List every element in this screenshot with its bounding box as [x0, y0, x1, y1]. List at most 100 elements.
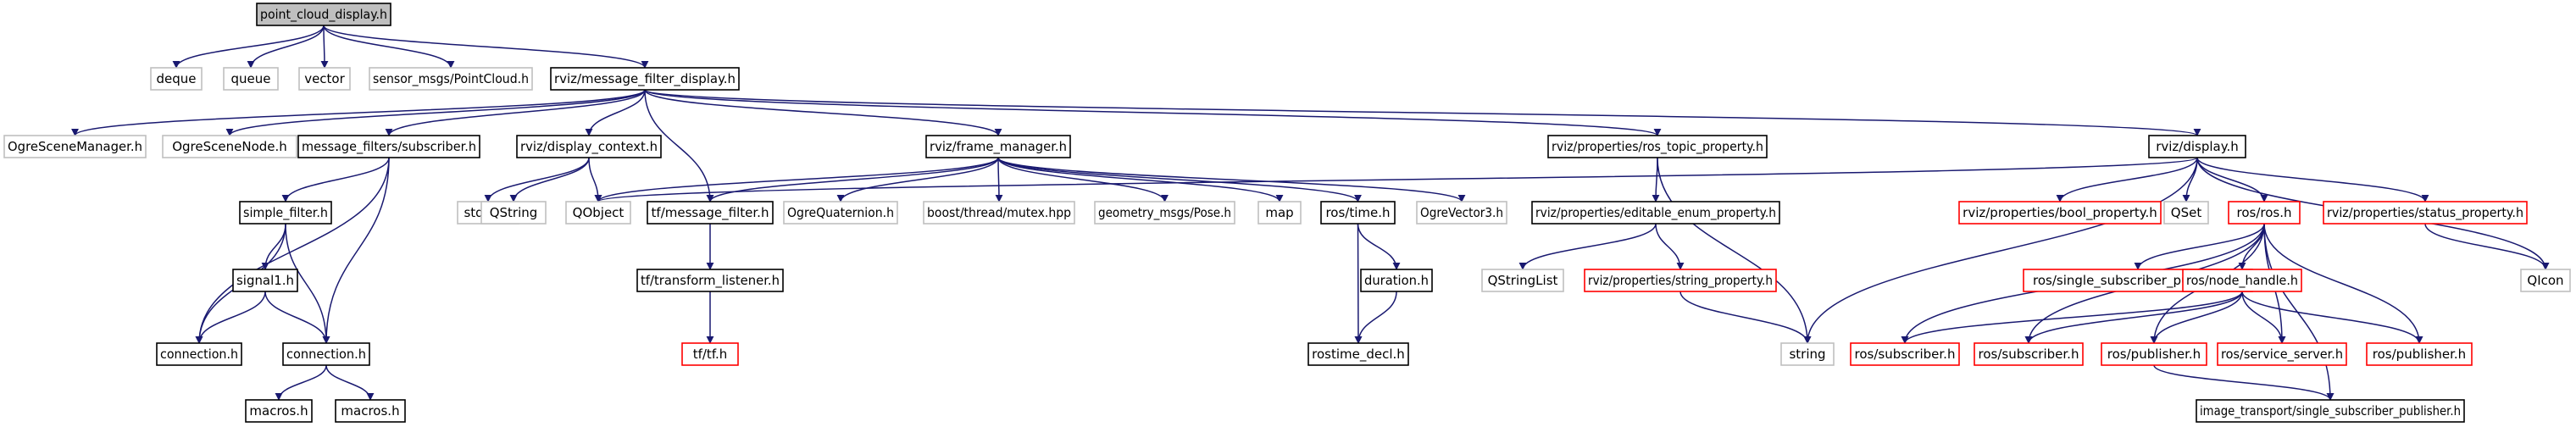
edge-mfd-to-mfsub — [385, 89, 646, 136]
node-label: tf/message_filter.h — [652, 205, 769, 221]
node-label: OgreSceneNode.h — [172, 139, 287, 154]
node-box — [2323, 201, 2528, 225]
node-queue: queue — [223, 67, 279, 91]
node-label: connection.h — [160, 347, 238, 362]
node-rostopic[interactable]: rviz/properties/ros_topic_property.h — [1547, 135, 1768, 158]
edge-editenum-to-qstringlist — [1518, 223, 1657, 270]
node-mfd[interactable]: rviz/message_filter_display.h — [550, 67, 740, 91]
node-box — [297, 135, 480, 158]
node-label: message_filters/subscriber.h — [302, 139, 476, 155]
edge-display-to-boolprop — [2056, 157, 2198, 202]
node-label: QStringList — [1488, 273, 1558, 288]
node-mfsub[interactable]: message_filters/subscriber.h — [297, 135, 480, 158]
node-rossub2[interactable]: ros/subscriber.h — [1974, 342, 2084, 366]
node-editenum[interactable]: rviz/properties/editable_enum_property.h — [1531, 201, 1780, 225]
edge-simplefilter-to-signal1 — [261, 223, 286, 270]
node-rostimedecl[interactable]: rostime_decl.h — [1307, 342, 1409, 366]
node-label: simple_filter.h — [243, 205, 328, 221]
node-rostime[interactable]: ros/time.h — [1320, 201, 1396, 225]
edge-mfd-to-framemgr — [644, 89, 1002, 136]
node-box — [550, 67, 740, 91]
node-tftf[interactable]: tf/tf.h — [681, 342, 739, 366]
node-stringprop[interactable]: rviz/properties/string_property.h — [1584, 269, 1777, 292]
node-box — [1320, 201, 1396, 225]
node-box — [2182, 269, 2302, 292]
node-label: QString — [490, 205, 538, 220]
node-signal1[interactable]: signal1.h — [232, 269, 298, 292]
edge-editenum-to-stringprop — [1655, 223, 1685, 270]
node-label: ros/time.h — [1325, 205, 1390, 220]
node-duration[interactable]: duration.h — [1360, 269, 1433, 292]
node-rossub1[interactable]: ros/subscriber.h — [1850, 342, 1960, 366]
node-rospub2[interactable]: ros/publisher.h — [2366, 342, 2473, 366]
node-nodehandle[interactable]: ros/node_handle.h — [2182, 269, 2302, 292]
edge-framemgr-to-rostime — [997, 157, 1362, 202]
node-label: macros.h — [249, 403, 308, 419]
edge-rostopic-to-string — [1657, 157, 1812, 344]
edge-rostime-to-rostimedecl — [1354, 223, 1363, 344]
node-rosserv[interactable]: ros/service_server.h — [2217, 342, 2347, 366]
node-label: map — [1265, 205, 1293, 220]
edge-mfd-to-tfmf — [644, 89, 714, 202]
node-boolprop[interactable]: rviz/properties/bool_property.h — [1958, 201, 2162, 225]
node-conn1[interactable]: connection.h — [156, 342, 242, 366]
node-framemgr[interactable]: rviz/frame_manager.h — [925, 135, 1071, 158]
node-box — [335, 399, 406, 423]
node-simplefilter[interactable]: simple_filter.h — [239, 201, 332, 225]
node-rospub1[interactable]: ros/publisher.h — [2101, 342, 2207, 366]
node-dispctx[interactable]: rviz/display_context.h — [516, 135, 662, 158]
node-macros2[interactable]: macros.h — [335, 399, 406, 423]
node-tflistener[interactable]: tf/transform_listener.h — [636, 269, 784, 292]
node-label: ros/publisher.h — [2107, 347, 2201, 362]
edge-signal1-to-conn2 — [264, 291, 330, 344]
node-display[interactable]: rviz/display.h — [2148, 135, 2246, 158]
node-rosh[interactable]: ros/ros.h — [2228, 201, 2301, 225]
node-label: string — [1789, 347, 1825, 362]
edge-display-to-rosh — [2196, 157, 2268, 202]
edge-nodehandle-to-rospub1 — [2150, 291, 2243, 344]
node-box — [3, 135, 147, 158]
node-label: connection.h — [286, 347, 366, 362]
edge-framemgr-to-map — [997, 157, 1284, 202]
edge-mfd-to-rostopic — [644, 89, 1662, 136]
node-box — [636, 269, 784, 292]
edge-rosh-to-singlesubpub — [2134, 223, 2265, 270]
node-tfmf[interactable]: tf/message_filter.h — [647, 201, 774, 225]
node-itsingle[interactable]: image_transport/single_subscriber_publis… — [2196, 399, 2465, 423]
node-mutex: boost/thread/mutex.hpp — [923, 201, 1075, 225]
edge-rostime-to-duration — [1357, 223, 1401, 270]
edge-mfd-to-ogresm — [71, 89, 646, 136]
node-box — [2101, 342, 2207, 366]
edge-nodehandle-to-rospub2 — [2241, 291, 2423, 344]
node-statusprop[interactable]: rviz/properties/status_property.h — [2323, 201, 2528, 225]
edge-root-to-pointcloud — [323, 25, 455, 69]
edge-framemgr-to-pose — [997, 157, 1169, 202]
edge-signal1-to-conn1 — [195, 291, 266, 344]
node-macros1[interactable]: macros.h — [245, 399, 313, 423]
node-label: tf/tf.h — [693, 347, 728, 362]
node-label: boost/thread/mutex.hpp — [927, 205, 1071, 220]
node-label: ros/node_handle.h — [2186, 273, 2298, 289]
node-label: rviz/properties/editable_enum_property.h — [1535, 205, 1776, 221]
node-box — [681, 342, 739, 366]
node-box — [1481, 269, 1564, 292]
edge-nodehandle-to-rossub1 — [1901, 291, 2243, 344]
node-box — [2520, 269, 2571, 292]
edge-mfsub-to-simplefilter — [281, 157, 390, 202]
edge-display-to-string — [1803, 157, 2198, 344]
node-box — [1531, 201, 1780, 225]
node-box — [232, 269, 298, 292]
node-label: ros/publisher.h — [2373, 347, 2466, 362]
node-box — [1416, 201, 1507, 225]
node-label: ros/subscriber.h — [1855, 347, 1956, 362]
node-box — [2366, 342, 2473, 366]
node-root[interactable]: point_cloud_display.h — [256, 3, 391, 26]
node-conn2[interactable]: connection.h — [282, 342, 370, 366]
node-label: QIcon — [2527, 273, 2563, 288]
node-box — [925, 135, 1071, 158]
node-label: rviz/display_context.h — [520, 139, 658, 155]
node-box — [223, 67, 279, 91]
node-box — [1094, 201, 1235, 225]
node-box — [565, 201, 631, 225]
node-label: QObject — [573, 205, 625, 220]
